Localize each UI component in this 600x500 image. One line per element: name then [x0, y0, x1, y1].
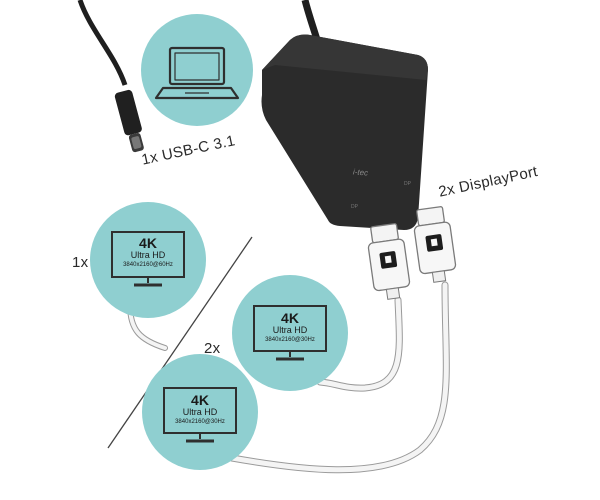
monitor-resolution: 3840x2160@30Hz — [265, 337, 315, 343]
adapter-port-label-right: DP — [404, 181, 411, 187]
monitor-text-dual-1: 4K Ultra HD 3840x2160@30Hz — [254, 311, 326, 343]
adapter-body — [261, 34, 428, 230]
monitor-subtitle: Ultra HD — [130, 250, 166, 260]
usb-c-plug — [114, 89, 144, 153]
laptop-circle — [141, 14, 253, 126]
monitor-icon-single — [111, 231, 185, 287]
monitor-subtitle: Ultra HD — [182, 407, 218, 417]
adapter-brand-text: i-tec — [352, 167, 369, 178]
monitor-text-single: 4K Ultra HD 3840x2160@60Hz — [112, 236, 184, 268]
monitor-title: 4K — [139, 235, 157, 251]
monitor-icon-dual-2 — [163, 387, 237, 443]
monitor-subtitle: Ultra HD — [272, 325, 308, 335]
monitor-text-dual-2: 4K Ultra HD 3840x2160@30Hz — [164, 393, 236, 425]
monitor-resolution: 3840x2160@30Hz — [175, 419, 225, 425]
mode-divider-line — [107, 236, 253, 449]
monitor-circle-dual-1 — [232, 275, 348, 391]
adapter-brand-logo: i-tec — [353, 167, 369, 177]
dual-mode-multiplier: 2x — [204, 340, 221, 357]
displayport-plug-2 — [413, 206, 457, 283]
single-mode-multiplier: 1x — [72, 254, 89, 271]
monitor-circle-dual-2 — [142, 354, 258, 470]
monitor-icon-dual-1 — [253, 305, 327, 361]
monitor-title: 4K — [281, 310, 299, 326]
adapter-port-label-left: DP — [351, 204, 358, 210]
displayport-plug-1 — [367, 223, 411, 300]
laptop-icon — [154, 46, 240, 100]
monitor-resolution: 3840x2160@60Hz — [123, 262, 173, 268]
monitor-title: 4K — [191, 392, 209, 408]
